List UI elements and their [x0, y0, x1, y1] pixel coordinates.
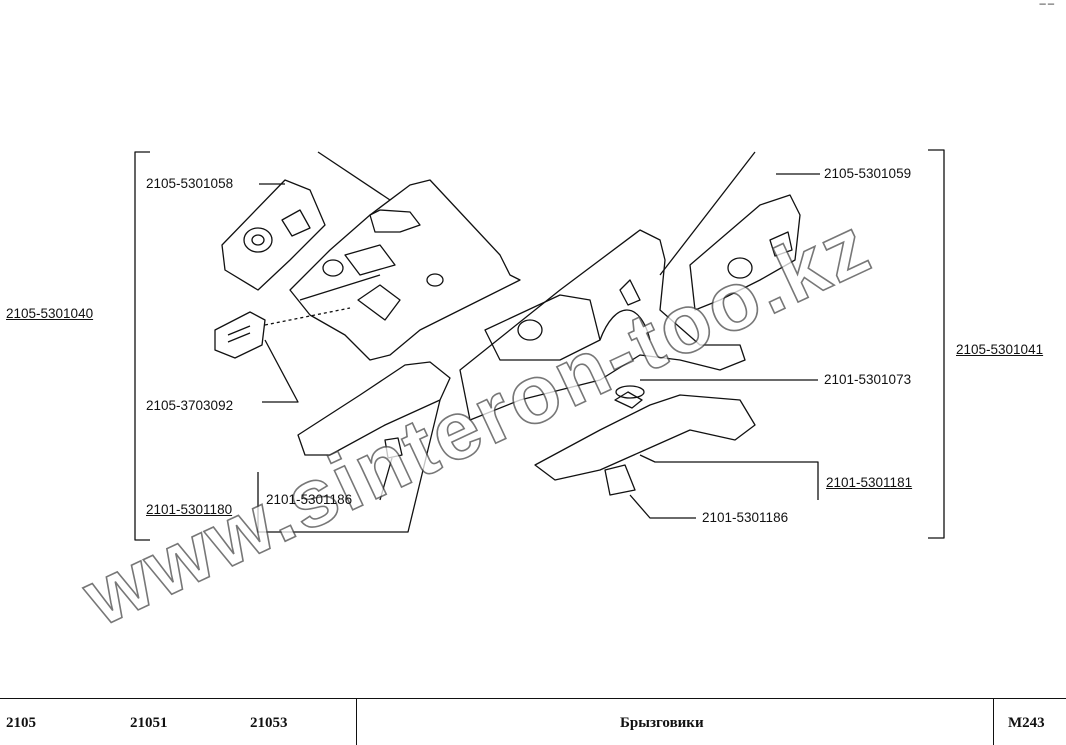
label-2105-5301041: 2105-5301041	[956, 342, 1044, 357]
side-member-5301180	[297, 361, 451, 459]
footer-code: M243	[1008, 715, 1045, 731]
footer-model-21053: 21053	[250, 715, 288, 731]
leader-3703092	[262, 339, 299, 403]
label-2105-5301058: 2105-5301058	[146, 176, 234, 191]
label-2101-5301186-left: 2101-5301186	[266, 492, 353, 507]
small-bracket-3703092	[214, 311, 266, 359]
footer-model-2105: 2105	[6, 715, 36, 731]
grommet-5301073	[615, 385, 645, 399]
leader-5301058b	[317, 151, 391, 201]
footer-divider-2	[993, 699, 995, 745]
footer-model-21051: 21051	[130, 715, 168, 731]
leader-5301181	[639, 454, 819, 500]
label-2101-5301180: 2101-5301180	[146, 502, 233, 517]
footer-bar: 2105 21051 21053 Брызговики M243	[0, 698, 1066, 745]
small-panel-5301058	[221, 179, 326, 291]
label-2105-5301059: 2105-5301059	[824, 166, 912, 181]
label-2105-3703092: 2105-3703092	[146, 398, 234, 413]
label-2105-5301040: 2105-5301040	[6, 306, 94, 321]
footer-divider-1	[356, 699, 358, 745]
label-2101-5301186-right: 2101-5301186	[702, 510, 789, 525]
small-panel-5301059	[689, 194, 801, 311]
central-tunnel-drawing	[459, 229, 746, 421]
label-2101-5301181: 2101-5301181	[826, 475, 913, 490]
side-member-5301181	[534, 391, 756, 496]
leader-5301186-left	[379, 457, 393, 501]
bracket-left	[134, 151, 150, 541]
leader-5301186-right	[629, 494, 696, 519]
left-mudguard-drawing	[289, 179, 521, 361]
footer-title: Брызговики	[620, 715, 704, 731]
leader-5301180	[257, 399, 441, 533]
bracket-right	[928, 149, 945, 539]
corner-mark: ▔ ▔	[1039, 4, 1054, 13]
leader-5301059b	[659, 151, 756, 276]
label-2101-5301073: 2101-5301073	[824, 372, 912, 387]
